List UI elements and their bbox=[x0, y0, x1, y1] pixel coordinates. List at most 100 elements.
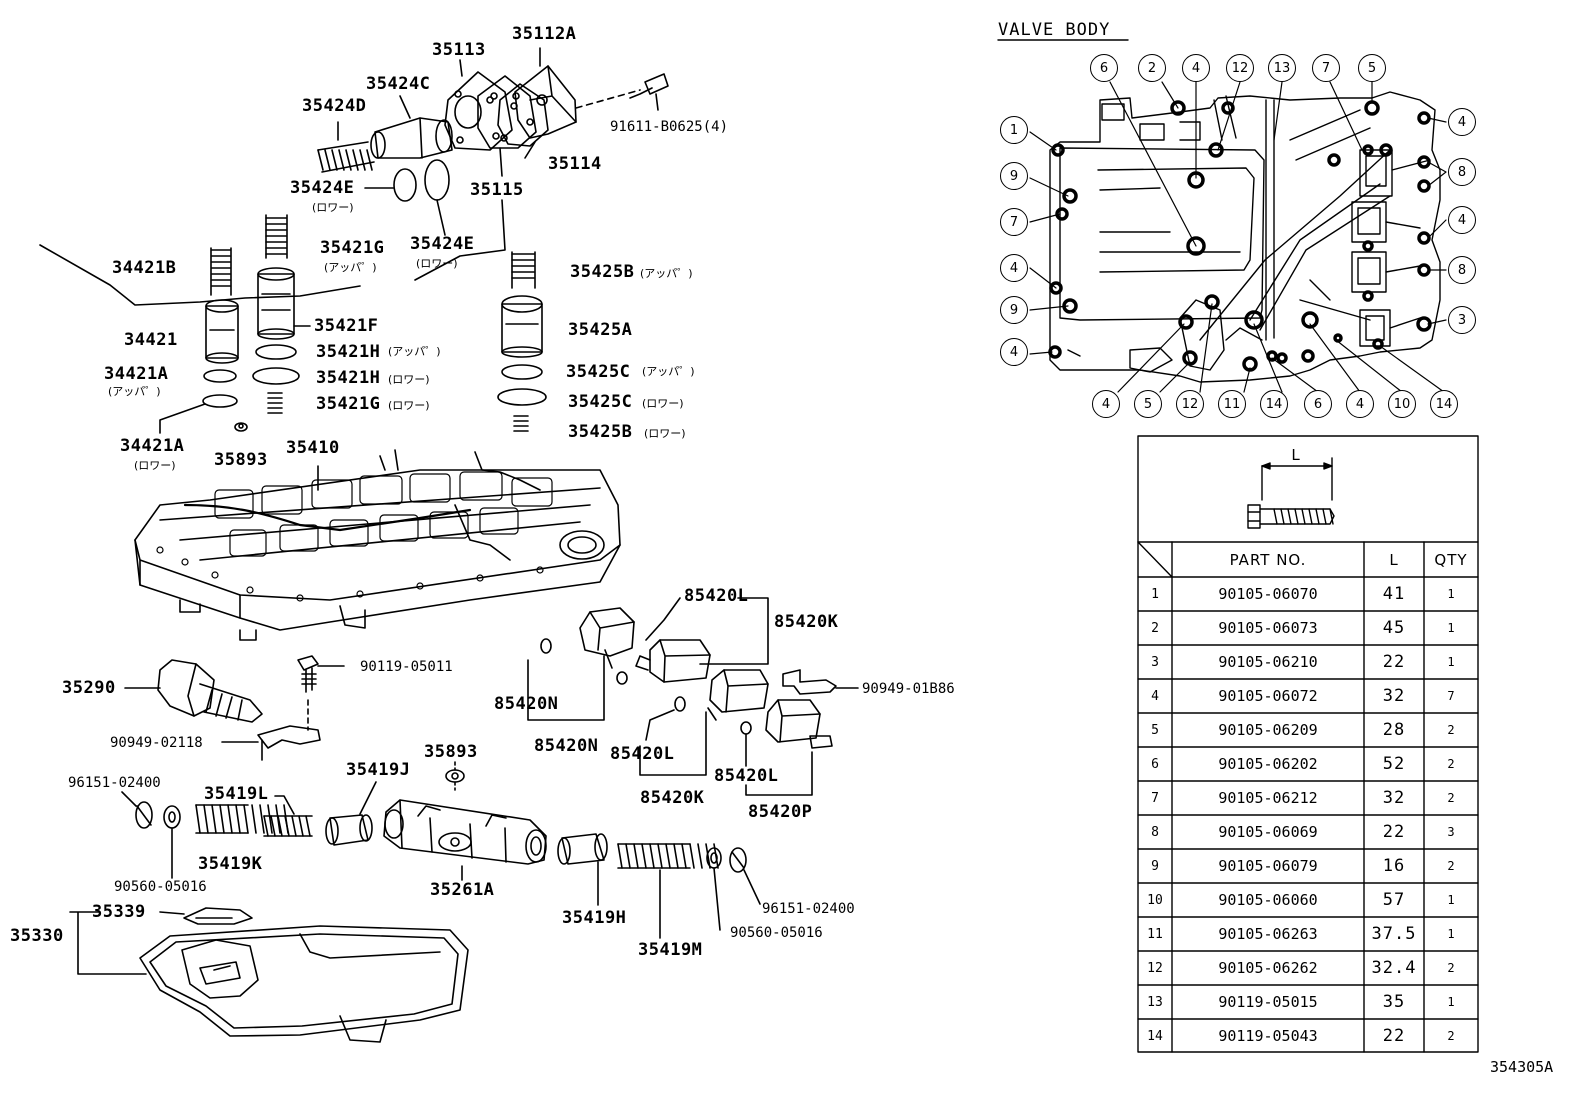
clip-96151-left bbox=[135, 801, 153, 829]
leader-35115 bbox=[499, 147, 503, 177]
table-cell-length: 22 bbox=[1382, 1026, 1406, 1046]
table-cell-item: 12 bbox=[1147, 960, 1163, 976]
solenoid-middle bbox=[707, 669, 769, 721]
callout-4-left-1: 4 bbox=[1000, 254, 1028, 282]
spring-35425B-lower bbox=[513, 415, 529, 432]
label-34421A-upper: 34421A bbox=[104, 364, 169, 384]
callout-4-left-2: 4 bbox=[1000, 338, 1028, 366]
note-35425C-lower: (ロワー) bbox=[642, 397, 684, 410]
callout-4-bottom-2: 4 bbox=[1346, 390, 1374, 418]
label-85420N-a: 85420N bbox=[494, 694, 559, 714]
label-35419H: 35419H bbox=[562, 908, 627, 928]
note-35425B-upper: (アッパ゜) bbox=[640, 267, 693, 280]
leader-35419L bbox=[274, 795, 295, 815]
leader-96151-left bbox=[121, 791, 137, 807]
label-35421F: 35421F bbox=[314, 316, 379, 336]
table-cell-part-no: 90105-06209 bbox=[1218, 721, 1318, 739]
oil-pan-35330 bbox=[139, 925, 469, 1043]
note-35425B-lower: (ロワー) bbox=[644, 427, 686, 440]
label-85420P: 85420P bbox=[748, 802, 813, 822]
note-35424E-b-lower: (ロワー) bbox=[416, 257, 458, 270]
callout-4-top: 4 bbox=[1182, 54, 1210, 82]
leader-85420K-lower bbox=[639, 711, 707, 776]
solenoid-upper-left bbox=[579, 607, 635, 669]
callout-4-right-2: 4 bbox=[1448, 206, 1476, 234]
table-cell-part-no: 90105-06262 bbox=[1218, 959, 1318, 977]
table-cell-item: 14 bbox=[1147, 1028, 1163, 1044]
bolt-91611 bbox=[575, 73, 669, 111]
table-cell-item: 9 bbox=[1151, 858, 1159, 874]
table-cell-part-no: 90105-06263 bbox=[1218, 925, 1318, 943]
label-35424E-a: 35424E bbox=[290, 178, 355, 198]
label-35114: 35114 bbox=[548, 154, 602, 174]
o-ring-34421A-upper bbox=[203, 369, 237, 383]
table-cell-item: 4 bbox=[1151, 688, 1159, 704]
label-96151-02400-right: 96151-02400 bbox=[762, 901, 855, 917]
o-ring-35421H-upper bbox=[255, 344, 297, 360]
table-cell-length: 35 bbox=[1382, 992, 1406, 1012]
leader-34421A-lower bbox=[159, 403, 206, 434]
washer-90560-left-inner bbox=[168, 811, 176, 823]
label-35419J: 35419J bbox=[346, 760, 411, 780]
label-90119-05011: 90119-05011 bbox=[360, 659, 453, 675]
o-ring-35424E bbox=[424, 159, 450, 201]
washer-90560-left bbox=[163, 805, 181, 829]
spring-35425B-upper bbox=[511, 251, 536, 289]
callout-3-right: 3 bbox=[1448, 306, 1476, 334]
o-ring-85420L-upper bbox=[616, 671, 628, 685]
leader-85420P bbox=[745, 751, 813, 796]
piston-35425A bbox=[501, 295, 543, 358]
label-34421B: 34421B bbox=[112, 258, 177, 278]
label-35425B-lower: 35425B bbox=[568, 422, 633, 442]
table-cell-item: 10 bbox=[1147, 892, 1163, 908]
callout-4-bottom-1: 4 bbox=[1092, 390, 1120, 418]
solenoid-85420P bbox=[765, 699, 833, 749]
label-91611-B0625: 91611-B0625(4) bbox=[610, 119, 729, 135]
table-cell-part-no: 90105-06202 bbox=[1218, 755, 1318, 773]
table-cell-qty: 1 bbox=[1447, 587, 1455, 601]
leader-85420L-upper bbox=[645, 597, 681, 641]
o-ring-34421A-lower bbox=[202, 394, 238, 408]
callout-9-left: 9 bbox=[1000, 162, 1028, 190]
table-cell-qty: 2 bbox=[1447, 859, 1455, 873]
label-35421H-lower: 35421H bbox=[316, 368, 381, 388]
leader-35424C bbox=[399, 95, 411, 119]
note-34421A-upper: (アッパ゜) bbox=[108, 385, 161, 398]
note-35425C-upper: (アッパ゜) bbox=[642, 365, 695, 378]
label-35261A: 35261A bbox=[430, 880, 495, 900]
label-85420L-upper: 85420L bbox=[684, 586, 749, 606]
callout-6-bottom: 6 bbox=[1304, 390, 1332, 418]
callout-5-top: 5 bbox=[1358, 54, 1386, 82]
valve-body-title: VALVE BODY bbox=[998, 20, 1111, 40]
label-90560-05016-left: 90560-05016 bbox=[114, 879, 207, 895]
table-cell-length: 32.4 bbox=[1371, 958, 1417, 978]
table-cell-part-no: 90105-06073 bbox=[1218, 619, 1318, 637]
label-85420K-lower: 85420K bbox=[640, 788, 705, 808]
label-35421H-upper: 35421H bbox=[316, 342, 381, 362]
o-ring-35421H-lower bbox=[252, 367, 300, 385]
bolt-illustration bbox=[1247, 457, 1335, 529]
note-34421A-lower: (ロワー) bbox=[134, 459, 176, 472]
table-cell-item: 6 bbox=[1151, 756, 1159, 772]
table-cell-length: 16 bbox=[1382, 856, 1406, 876]
label-85420N-b: 85420N bbox=[534, 736, 599, 756]
table-cell-length: 32 bbox=[1382, 686, 1406, 706]
table-cell-length: 32 bbox=[1382, 788, 1406, 808]
piston-35421F bbox=[257, 267, 295, 340]
washer-90560-right-inner bbox=[710, 852, 718, 864]
valve-sleeve-35261A bbox=[383, 799, 547, 865]
callout-12-bottom: 12 bbox=[1176, 390, 1204, 418]
callout-4-right-1: 4 bbox=[1448, 108, 1476, 136]
leader-96151-right bbox=[743, 869, 761, 905]
callout-6-top: 6 bbox=[1090, 54, 1118, 82]
table-cell-part-no: 90105-06210 bbox=[1218, 653, 1318, 671]
accumulator-cover-35112A bbox=[514, 65, 577, 139]
label-35419K: 35419K bbox=[198, 854, 263, 874]
piston-34421 bbox=[205, 299, 239, 364]
valve-body-35410 bbox=[134, 449, 621, 641]
label-85420L-lower: 85420L bbox=[714, 766, 779, 786]
table-header-length: L bbox=[1389, 550, 1399, 569]
callout-8-right-2: 8 bbox=[1448, 256, 1476, 284]
table-cell-length: 22 bbox=[1382, 822, 1406, 842]
